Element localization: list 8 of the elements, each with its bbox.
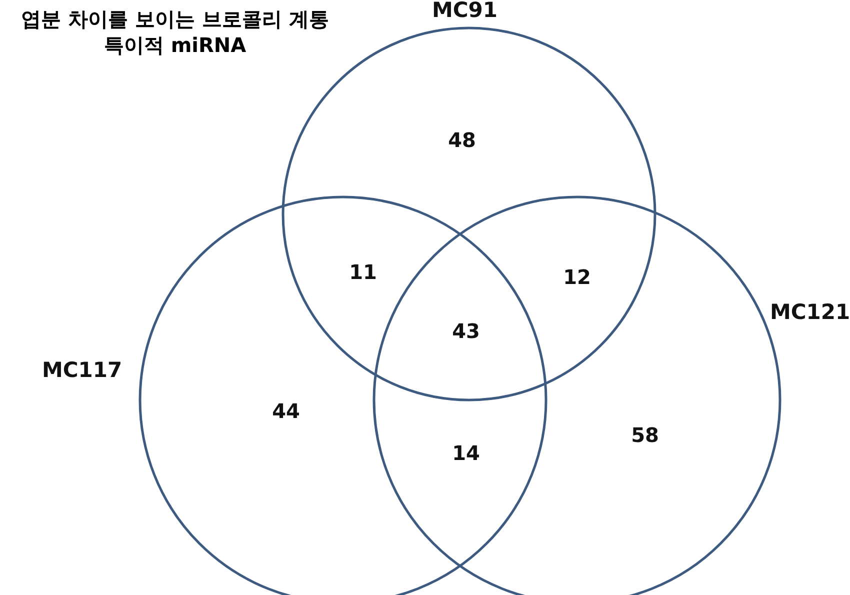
count-label: 14 <box>452 441 480 465</box>
diagram-title: 엽분 차이를 보이는 브로콜리 계통 특이적 miRNA <box>20 6 330 58</box>
count-label: 44 <box>272 399 300 423</box>
count-label: 12 <box>563 265 591 289</box>
count-label: 43 <box>452 319 480 343</box>
count-label: 11 <box>349 260 377 284</box>
count-label: 58 <box>631 423 659 447</box>
count-label: 48 <box>448 128 476 152</box>
